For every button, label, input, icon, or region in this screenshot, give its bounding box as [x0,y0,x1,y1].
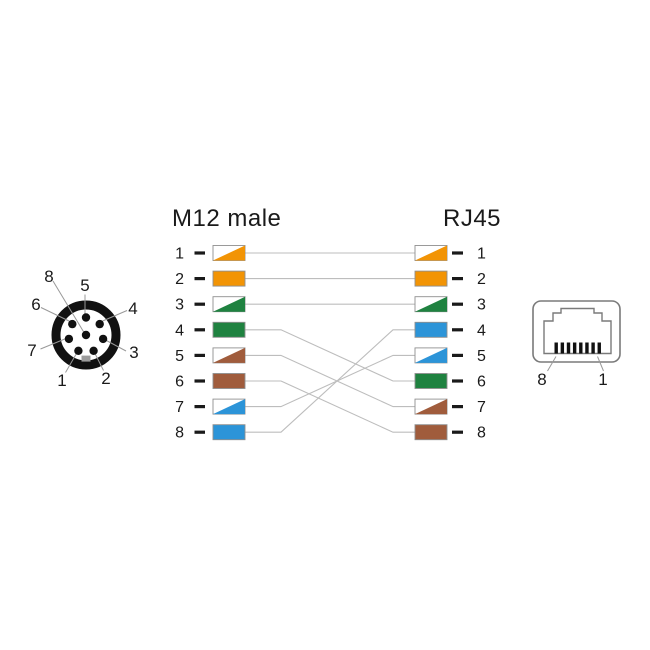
rj45-pin-number: 5 [477,348,486,365]
m12-pin-rows: 1 2 3 4 5 6 7 8 [175,245,246,442]
m12-pin-number: 5 [175,348,184,365]
m12-face-label-2: 2 [101,369,110,388]
rj45-face-label-8: 8 [537,370,546,389]
m12-pin-dot-3 [98,334,108,344]
m12-pin-dash [194,277,205,281]
m12-pin-number: 3 [175,297,184,314]
rj45-contact-3 [585,342,589,354]
m12-leader-3 [105,339,127,352]
m12-pin-number: 6 [175,374,184,391]
wire-swatch-brown [414,424,448,441]
rj45-leader-1 [597,356,604,372]
m12-pin-dot-5 [81,313,91,322]
m12-leader-8 [52,280,85,333]
rj45-pin-number: 6 [477,374,486,391]
wire-swatch-triangle [415,347,447,363]
rj45-pin-dash [452,405,463,409]
wire-swatch-triangle [415,245,447,261]
m12-pin-dash [194,353,205,357]
m12-pin-number: 1 [175,246,184,263]
rj45-pin-dash [452,277,463,281]
rj45-pin-number: 1 [477,246,486,263]
m12-leader-lines [40,280,128,373]
wire-swatch-blue [212,424,246,441]
m12-column-title: M12 male [172,205,281,232]
m12-connector-face: 8 5 6 4 7 3 1 2 [27,267,138,390]
rj45-leader-8 [547,356,557,372]
rj45-pin-number: 7 [477,399,486,416]
m12-pin-dot-2 [89,346,98,355]
rj45-contact-5 [572,342,577,354]
m12-face-label-8: 8 [44,267,53,286]
wire-swatch-triangle [213,245,245,261]
rj45-contact-8 [554,342,558,354]
wire-swatch-triangle [213,347,245,363]
rj45-pin-dash [452,379,463,383]
rj45-contact-1 [597,342,601,354]
rj45-socket-outline [543,307,612,355]
rj45-pin-dash [452,328,463,332]
rj45-jack-face: 8 1 [532,300,621,389]
rj45-contact-4 [579,342,583,354]
m12-pin-dot-6 [68,319,77,329]
m12-pin-number: 4 [175,322,184,339]
m12-pin-dash [194,302,205,306]
m12-leader-1 [65,353,77,373]
m12-pin-number: 8 [175,425,184,442]
rj45-pin-number: 3 [477,297,486,314]
m12-face-label-1: 1 [57,371,66,390]
m12-face-label-5: 5 [80,276,89,295]
wire-swatch-orange [414,270,448,287]
rj45-contacts [554,342,601,354]
wire-swatch-triangle [213,399,245,415]
rj45-pin-rows: 1 2 3 4 5 6 7 8 [414,245,486,442]
m12-leader-4 [101,310,128,322]
m12-pin-dots [64,313,108,355]
wire-swatch-green [212,321,246,338]
wire-swatch-triangle [415,399,447,415]
m12-keying-notch [81,355,91,362]
rj45-pin-dash [452,353,463,357]
wire-line-4-6 [245,329,415,382]
wire-line-8-4 [245,329,415,433]
rj45-pin-number: 4 [477,322,486,339]
wire-swatch-blue [414,321,448,338]
m12-face-label-7: 7 [27,341,36,360]
rj45-contact-7 [560,342,565,354]
m12-pin-dot-7 [64,334,74,344]
m12-pin-dot-4 [95,319,104,329]
rj45-contact-6 [566,342,571,354]
rj45-face-label-1: 1 [598,370,607,389]
m12-pin-dash [194,405,205,409]
m12-pin-dash [194,379,205,383]
rj45-column-title: RJ45 [443,205,501,232]
m12-leader-2 [94,353,104,371]
wire-swatch-triangle [415,296,447,312]
m12-leader-6 [40,307,71,322]
m12-pin-dash [194,251,205,255]
m12-face-label-3: 3 [129,343,138,362]
wire-swatch-brown [212,373,246,389]
wire-line-6-8 [245,380,415,433]
m12-face-label-4: 4 [128,299,137,318]
rj45-pin-dash [452,251,463,255]
wire-swatch-green [414,373,448,389]
m12-pin-dash [194,328,205,332]
wire-swatch-triangle [213,296,245,312]
m12-pin-dash [194,430,205,434]
m12-pin-number: 2 [175,271,184,288]
rj45-pin-dash [452,430,463,434]
m12-pin-number: 7 [175,399,184,416]
m12-face-label-6: 6 [31,295,40,314]
wire-swatch-orange [212,270,246,287]
rj45-pin-number: 2 [477,271,486,288]
connection-lines [245,252,415,433]
m12-pin-dot-1 [74,346,83,355]
rj45-contact-2 [591,342,595,354]
m12-pin-dot-8 [81,330,91,340]
rj45-pin-number: 8 [477,425,486,442]
m12-leader-7 [40,338,67,350]
rj45-pin-dash [452,302,463,306]
